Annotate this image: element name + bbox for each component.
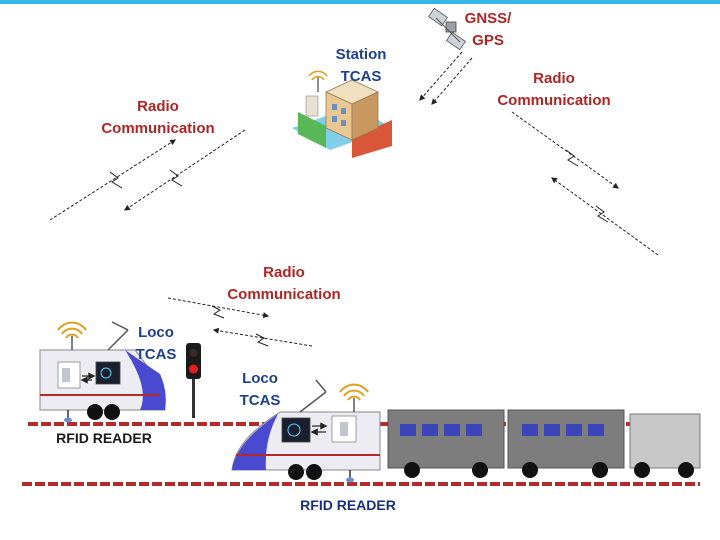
radio-communication-label-left: Radio Communication [96,96,220,140]
antenna-signal-icon-loco1 [57,321,87,350]
radio-right-line1: Radio [533,70,575,87]
station-label-line1: Station [335,46,387,63]
rfid-reader-label-1: RFID READER [56,430,152,446]
station-tcas-label: Station TCAS [326,44,396,88]
coach-2 [507,409,625,478]
radio-left-line1: Radio [137,98,179,115]
loco1-line1: Loco [138,324,174,341]
radio-link-left [49,129,246,221]
loco-tcas-label-2: Loco TCAS [232,368,288,412]
locomotive-1 [39,321,166,420]
coach-3 [629,413,701,478]
gnss-label-line1: GNSS/ [464,10,512,27]
radio-right-line2: Communication [497,92,611,109]
station-label-line2: TCAS [340,68,382,85]
satellite-icon [428,7,466,51]
loco-tcas-label-1: Loco TCAS [128,322,184,366]
coach-1 [387,409,505,478]
radio-communication-label-mid: Radio Communication [222,262,346,306]
radio-mid-line1: Radio [263,264,305,281]
gnss-label-line2: GPS [472,32,504,49]
radio-link-mid [167,297,313,347]
antenna-signal-icon-loco2 [339,383,369,412]
rfid-tag-icon-2 [346,470,354,483]
loco2-line2: TCAS [239,392,281,409]
radio-left-line2: Communication [101,120,215,137]
station-building-icon [292,70,392,158]
rfid-tag-icon-1 [64,410,72,423]
signal-light-icon [186,343,201,418]
rfid-reader-label-2: RFID READER [300,497,396,513]
loco2-line1: Loco [242,370,278,387]
radio-link-gps [419,51,473,105]
loco1-line2: TCAS [135,346,177,363]
radio-mid-line2: Communication [227,286,341,303]
top-accent-bar [0,0,720,4]
gnss-label: GNSS/ GPS [458,8,518,52]
locomotive-2 [231,379,381,480]
radio-link-right [511,111,659,256]
radio-communication-label-right: Radio Communication [492,68,616,112]
